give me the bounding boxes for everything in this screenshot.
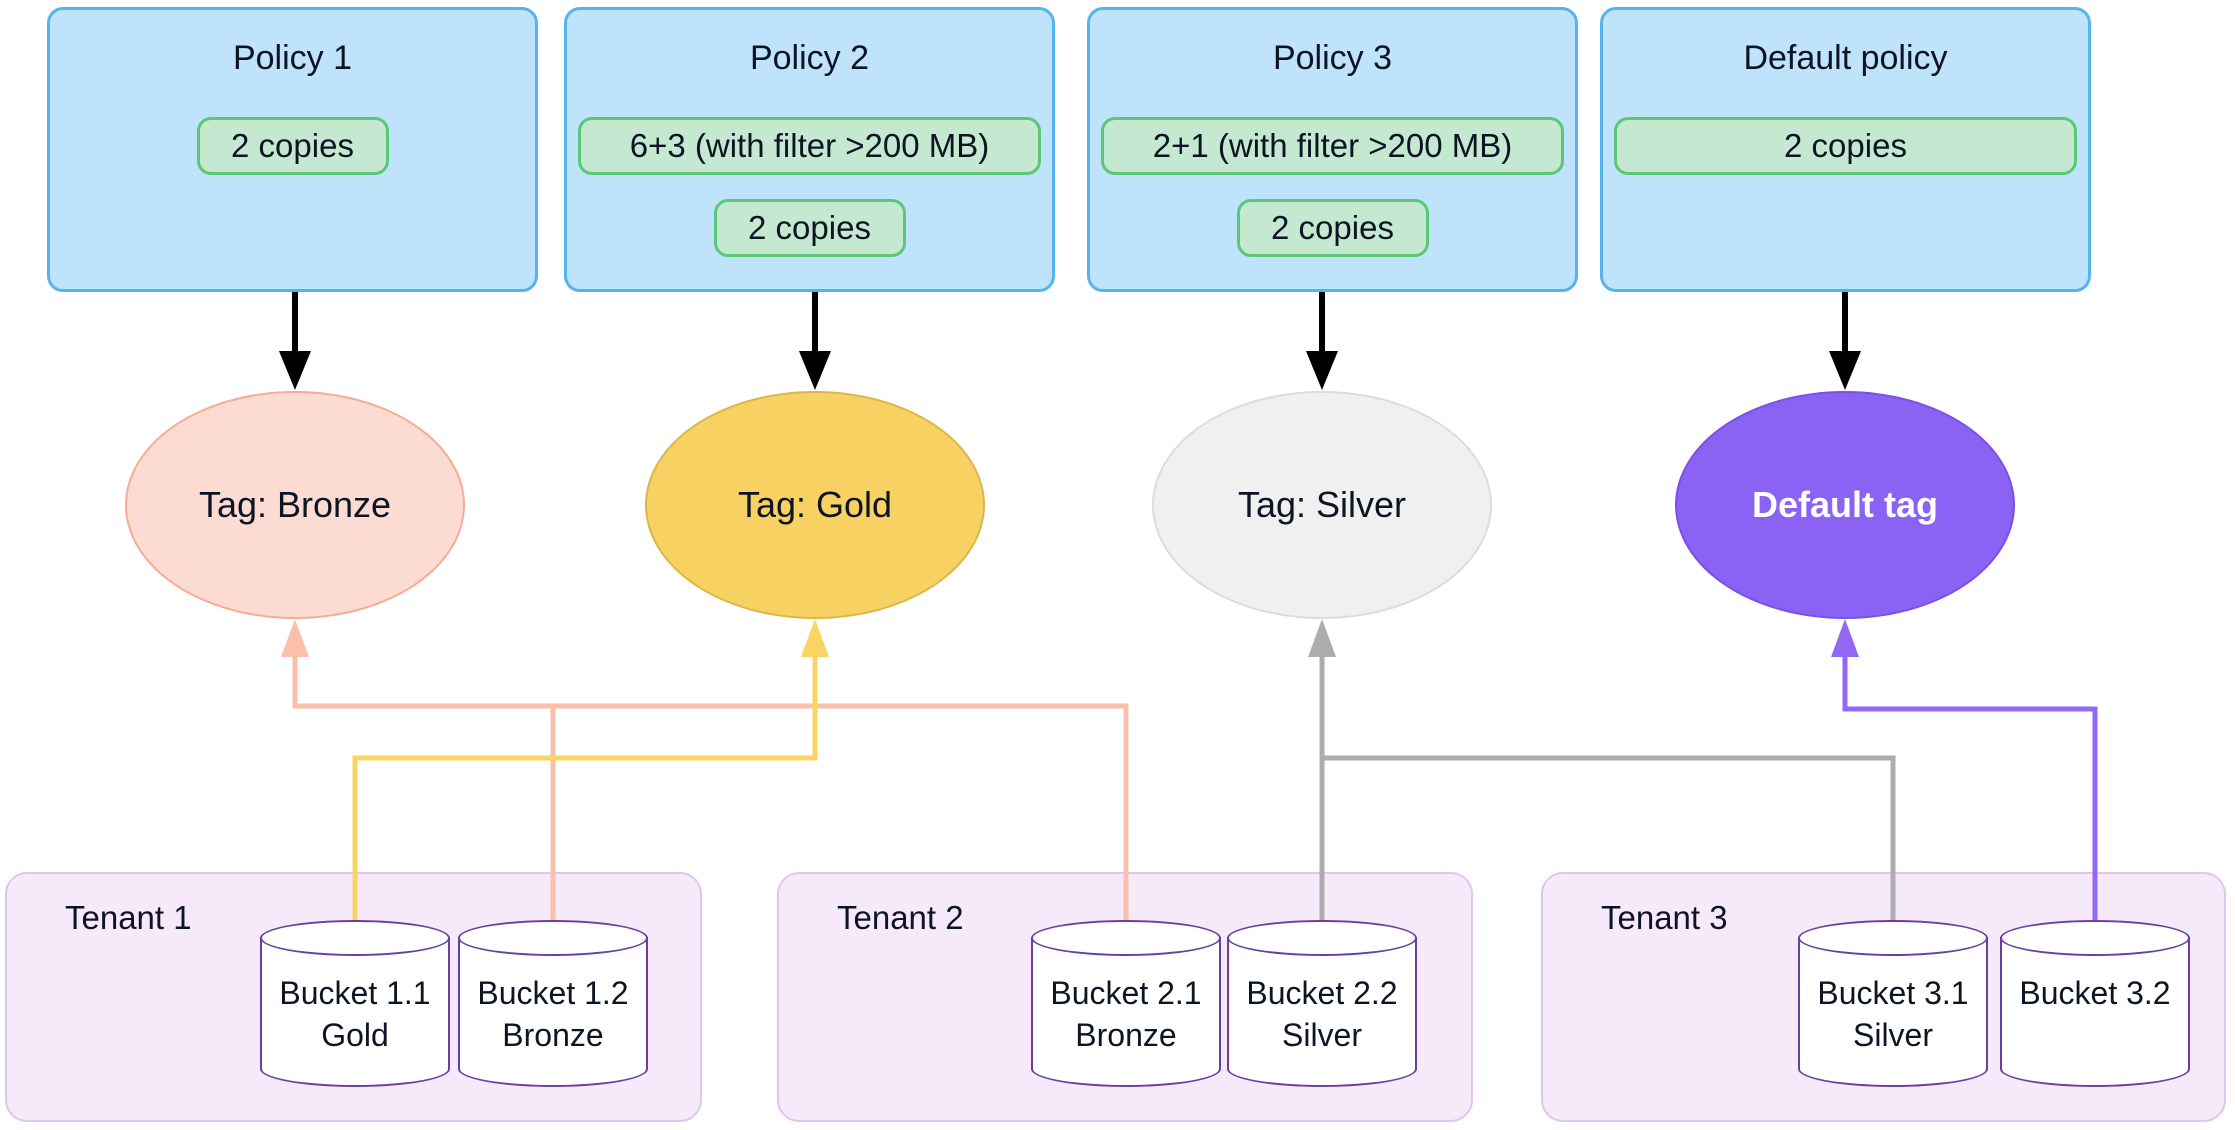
- tag-silver-label: Tag: Silver: [1237, 484, 1407, 525]
- bucket-cylinder-body: [1798, 937, 1988, 1087]
- policy-3-title: Policy 3: [1272, 39, 1393, 77]
- bucket-cylinder-body: [1227, 937, 1417, 1087]
- bucket-3-2: Bucket 3.2: [2000, 920, 2190, 1087]
- tenant-1-label: Tenant 1: [65, 899, 192, 936]
- default-tag-label: Default tag: [1751, 484, 1938, 525]
- wire-purple: [1831, 619, 2098, 945]
- bucket-2-2: Bucket 2.2 Silver: [1227, 920, 1417, 1087]
- tag-gold-label: Tag: Gold: [737, 484, 893, 525]
- tag-bronze-label: Tag: Bronze: [198, 484, 392, 525]
- bucket-1-2-tag: Bronze: [502, 1017, 604, 1053]
- bucket-cylinder-body: [1031, 937, 1221, 1087]
- bucket-cylinder-body: [2000, 937, 2190, 1087]
- policy-3-box: Policy 3 2+1 (with filter >200 MB) 2 cop…: [1087, 7, 1578, 292]
- bucket-1-2: Bucket 1.2 Bronze: [458, 920, 648, 1087]
- bucket-cylinder-cap: [2000, 920, 2190, 956]
- bucket-2-1-name: Bucket 2.1: [1050, 975, 1202, 1011]
- bucket-cylinder-cap: [458, 920, 648, 956]
- policy-3-rule-filter: 2+1 (with filter >200 MB): [1101, 117, 1564, 175]
- bucket-3-1: Bucket 3.1 Silver: [1798, 920, 1988, 1087]
- bucket-cylinder-cap: [1031, 920, 1221, 956]
- tenant-3-label: Tenant 3: [1601, 899, 1728, 936]
- bucket-2-2-name: Bucket 2.2: [1246, 975, 1398, 1011]
- bucket-cylinder-body: [458, 937, 648, 1087]
- arrowhead-policy-1: [279, 351, 311, 390]
- default-policy-title: Default policy: [1743, 39, 1948, 77]
- tenant-2-label: Tenant 2: [837, 899, 964, 936]
- policy-2-rule-copies: 2 copies: [713, 199, 906, 257]
- default-tag-ellipse: Default tag: [1675, 391, 2015, 619]
- policy-arrows: [279, 292, 1861, 390]
- policy-1-rule: 2 copies: [196, 117, 389, 175]
- wire-bronze: [281, 619, 1129, 945]
- arrowhead-gold: [801, 619, 829, 657]
- arrowhead-policy-2: [799, 351, 831, 390]
- policy-3-rule-copies: 2 copies: [1236, 199, 1429, 257]
- arrowhead-silver: [1308, 619, 1336, 657]
- bucket-3-1-tag: Silver: [1852, 1017, 1933, 1053]
- wire-silver: [1308, 619, 1896, 945]
- bucket-1-1: Bucket 1.1 Gold: [260, 920, 450, 1087]
- policy-1-box: Policy 1 2 copies: [47, 7, 538, 292]
- bucket-1-1-name: Bucket 1.1: [279, 975, 431, 1011]
- tag-gold-ellipse: Tag: Gold: [645, 391, 985, 619]
- policy-2-rule-filter: 6+3 (with filter >200 MB): [578, 117, 1041, 175]
- default-policy-rule: 2 copies: [1614, 117, 2077, 175]
- bucket-1-2-name: Bucket 1.2: [477, 975, 629, 1011]
- bucket-1-1-tag: Gold: [321, 1017, 389, 1053]
- tag-silver-ellipse: Tag: Silver: [1152, 391, 1492, 619]
- bucket-cylinder-body: [260, 937, 450, 1087]
- bucket-3-1-name: Bucket 3.1: [1817, 975, 1969, 1011]
- bucket-2-1: Bucket 2.1 Bronze: [1031, 920, 1221, 1087]
- policy-2-box: Policy 2 6+3 (with filter >200 MB) 2 cop…: [564, 7, 1055, 292]
- bucket-cylinder-cap: [260, 920, 450, 956]
- tag-bronze-ellipse: Tag: Bronze: [125, 391, 465, 619]
- wire-gold: [352, 619, 829, 945]
- bucket-cylinder-cap: [1227, 920, 1417, 956]
- arrowhead-purple: [1831, 619, 1859, 657]
- bucket-2-1-tag: Bronze: [1075, 1017, 1177, 1053]
- arrowhead-default-policy: [1829, 351, 1861, 390]
- arrowhead-policy-3: [1306, 351, 1338, 390]
- default-policy-box: Default policy 2 copies: [1600, 7, 2091, 292]
- bucket-cylinder-cap: [1798, 920, 1988, 956]
- bucket-3-2-name: Bucket 3.2: [2019, 975, 2171, 1011]
- bucket-2-2-tag: Silver: [1281, 1017, 1362, 1053]
- policy-2-title: Policy 2: [749, 39, 870, 77]
- policy-1-title: Policy 1: [232, 39, 353, 77]
- arrowhead-bronze: [281, 619, 309, 657]
